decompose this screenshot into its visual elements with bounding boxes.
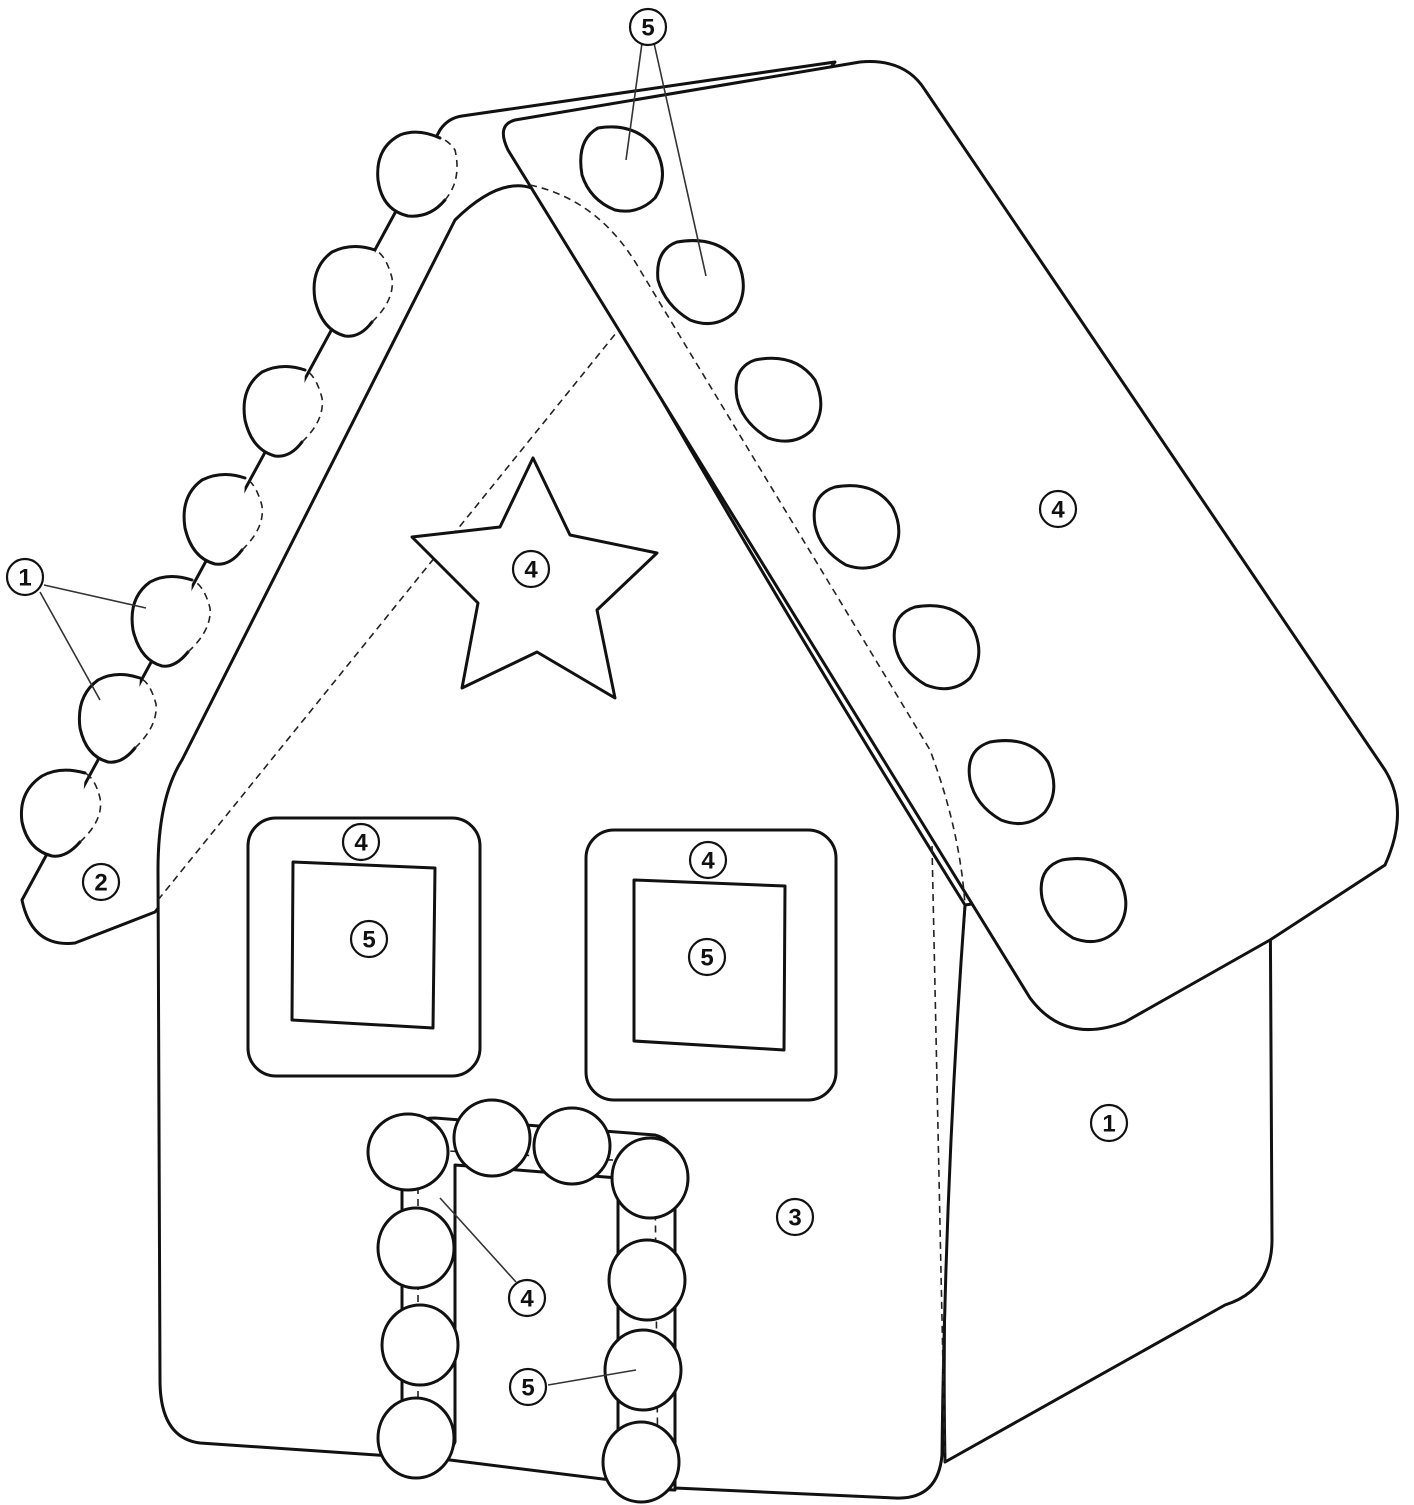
leader-1-b (40, 592, 100, 700)
callout-label: 2 (94, 870, 107, 897)
callout-label: 4 (524, 557, 538, 584)
callout-label: 5 (641, 15, 654, 42)
callout-1-left: 1 (7, 559, 43, 595)
roof-candy (244, 366, 305, 456)
roof-candy (21, 770, 85, 856)
door-candy (454, 1100, 530, 1176)
callout-label: 4 (354, 830, 368, 857)
door-candy (605, 1330, 681, 1410)
door-candy (609, 1240, 685, 1320)
callout-3-front: 3 (777, 1199, 813, 1235)
callout-label: 1 (18, 565, 31, 592)
callout-label: 4 (701, 848, 715, 875)
door-candy (378, 1208, 454, 1288)
callout-label: 1 (1102, 1111, 1115, 1138)
callout-5-door: 5 (510, 1369, 546, 1405)
callout-4-window-left: 4 (343, 824, 379, 860)
roof-candy (314, 246, 375, 336)
door-candy (612, 1138, 688, 1218)
door-candy (603, 1422, 679, 1502)
door-candy (378, 1398, 454, 1478)
callout-5-window-right: 5 (689, 939, 725, 975)
door-candy (382, 1305, 458, 1385)
callout-label: 5 (700, 945, 713, 972)
door-candy (368, 1114, 448, 1190)
callout-5-top: 5 (630, 9, 666, 45)
callout-label: 4 (1051, 497, 1065, 524)
roof-candy (184, 474, 245, 564)
callout-4-roof: 4 (1040, 491, 1076, 527)
callout-label: 5 (362, 927, 375, 954)
callout-label: 3 (788, 1205, 801, 1232)
callout-4-star: 4 (513, 551, 549, 587)
roof-candy (132, 576, 192, 666)
callout-label: 5 (521, 1375, 534, 1402)
callout-1-side: 1 (1091, 1105, 1127, 1141)
callout-5-window-left: 5 (351, 921, 387, 957)
leader-1-a (44, 585, 146, 608)
callout-4-door: 4 (509, 1280, 545, 1316)
roof-candy (79, 674, 140, 762)
roof-candy (378, 132, 445, 216)
callout-2-eave: 2 (83, 864, 119, 900)
callout-4-window-right: 4 (690, 842, 726, 878)
callout-label: 4 (520, 1286, 534, 1313)
door-candy (534, 1108, 610, 1184)
